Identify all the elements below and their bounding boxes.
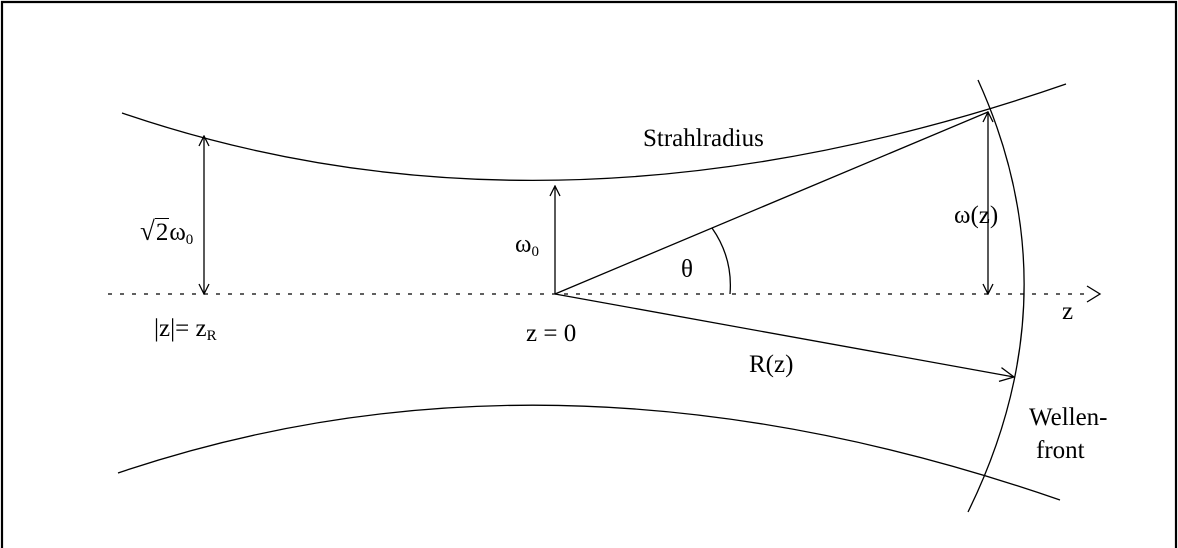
z-abs-text: |z|= z [154,315,207,342]
omega-symbol: ω [169,219,186,246]
wavefront-label-line1: Wellen- [1029,404,1108,431]
sqrt-argument: 2 [154,218,170,246]
wavefront-label: Wellen- front [1029,402,1108,467]
rayleigh-radius-label: √2ω0 [140,216,194,248]
divergence-ray [554,111,989,295]
theta-arc [711,227,732,295]
z-abs-subscript: R [206,328,217,344]
curvature-radius-label: R(z) [749,351,794,378]
rayleigh-position-label: |z|= zR [154,315,217,344]
beam-radius-z-label: ω(z) [954,202,999,229]
z-axis-label: z [1062,298,1074,325]
sqrt-symbol: √ [140,216,155,246]
waist-radius-label: ω0 [515,231,539,260]
omega-symbol: ω [515,231,532,258]
curvature-radius-arrow [554,293,1014,377]
wavefront-curve [967,79,1025,513]
waist-position-label: z = 0 [526,320,577,347]
omega-subscript: 0 [185,232,194,248]
theta-label: θ [681,256,693,283]
beam-radius-label: Strahlradius [643,125,764,152]
beam-envelope-lower [117,404,1061,501]
beam-envelope-upper [121,83,1067,181]
wavefront-label-line2: front [1036,436,1085,464]
axis-arrowhead [1086,285,1102,303]
omega-subscript: 0 [531,244,539,260]
